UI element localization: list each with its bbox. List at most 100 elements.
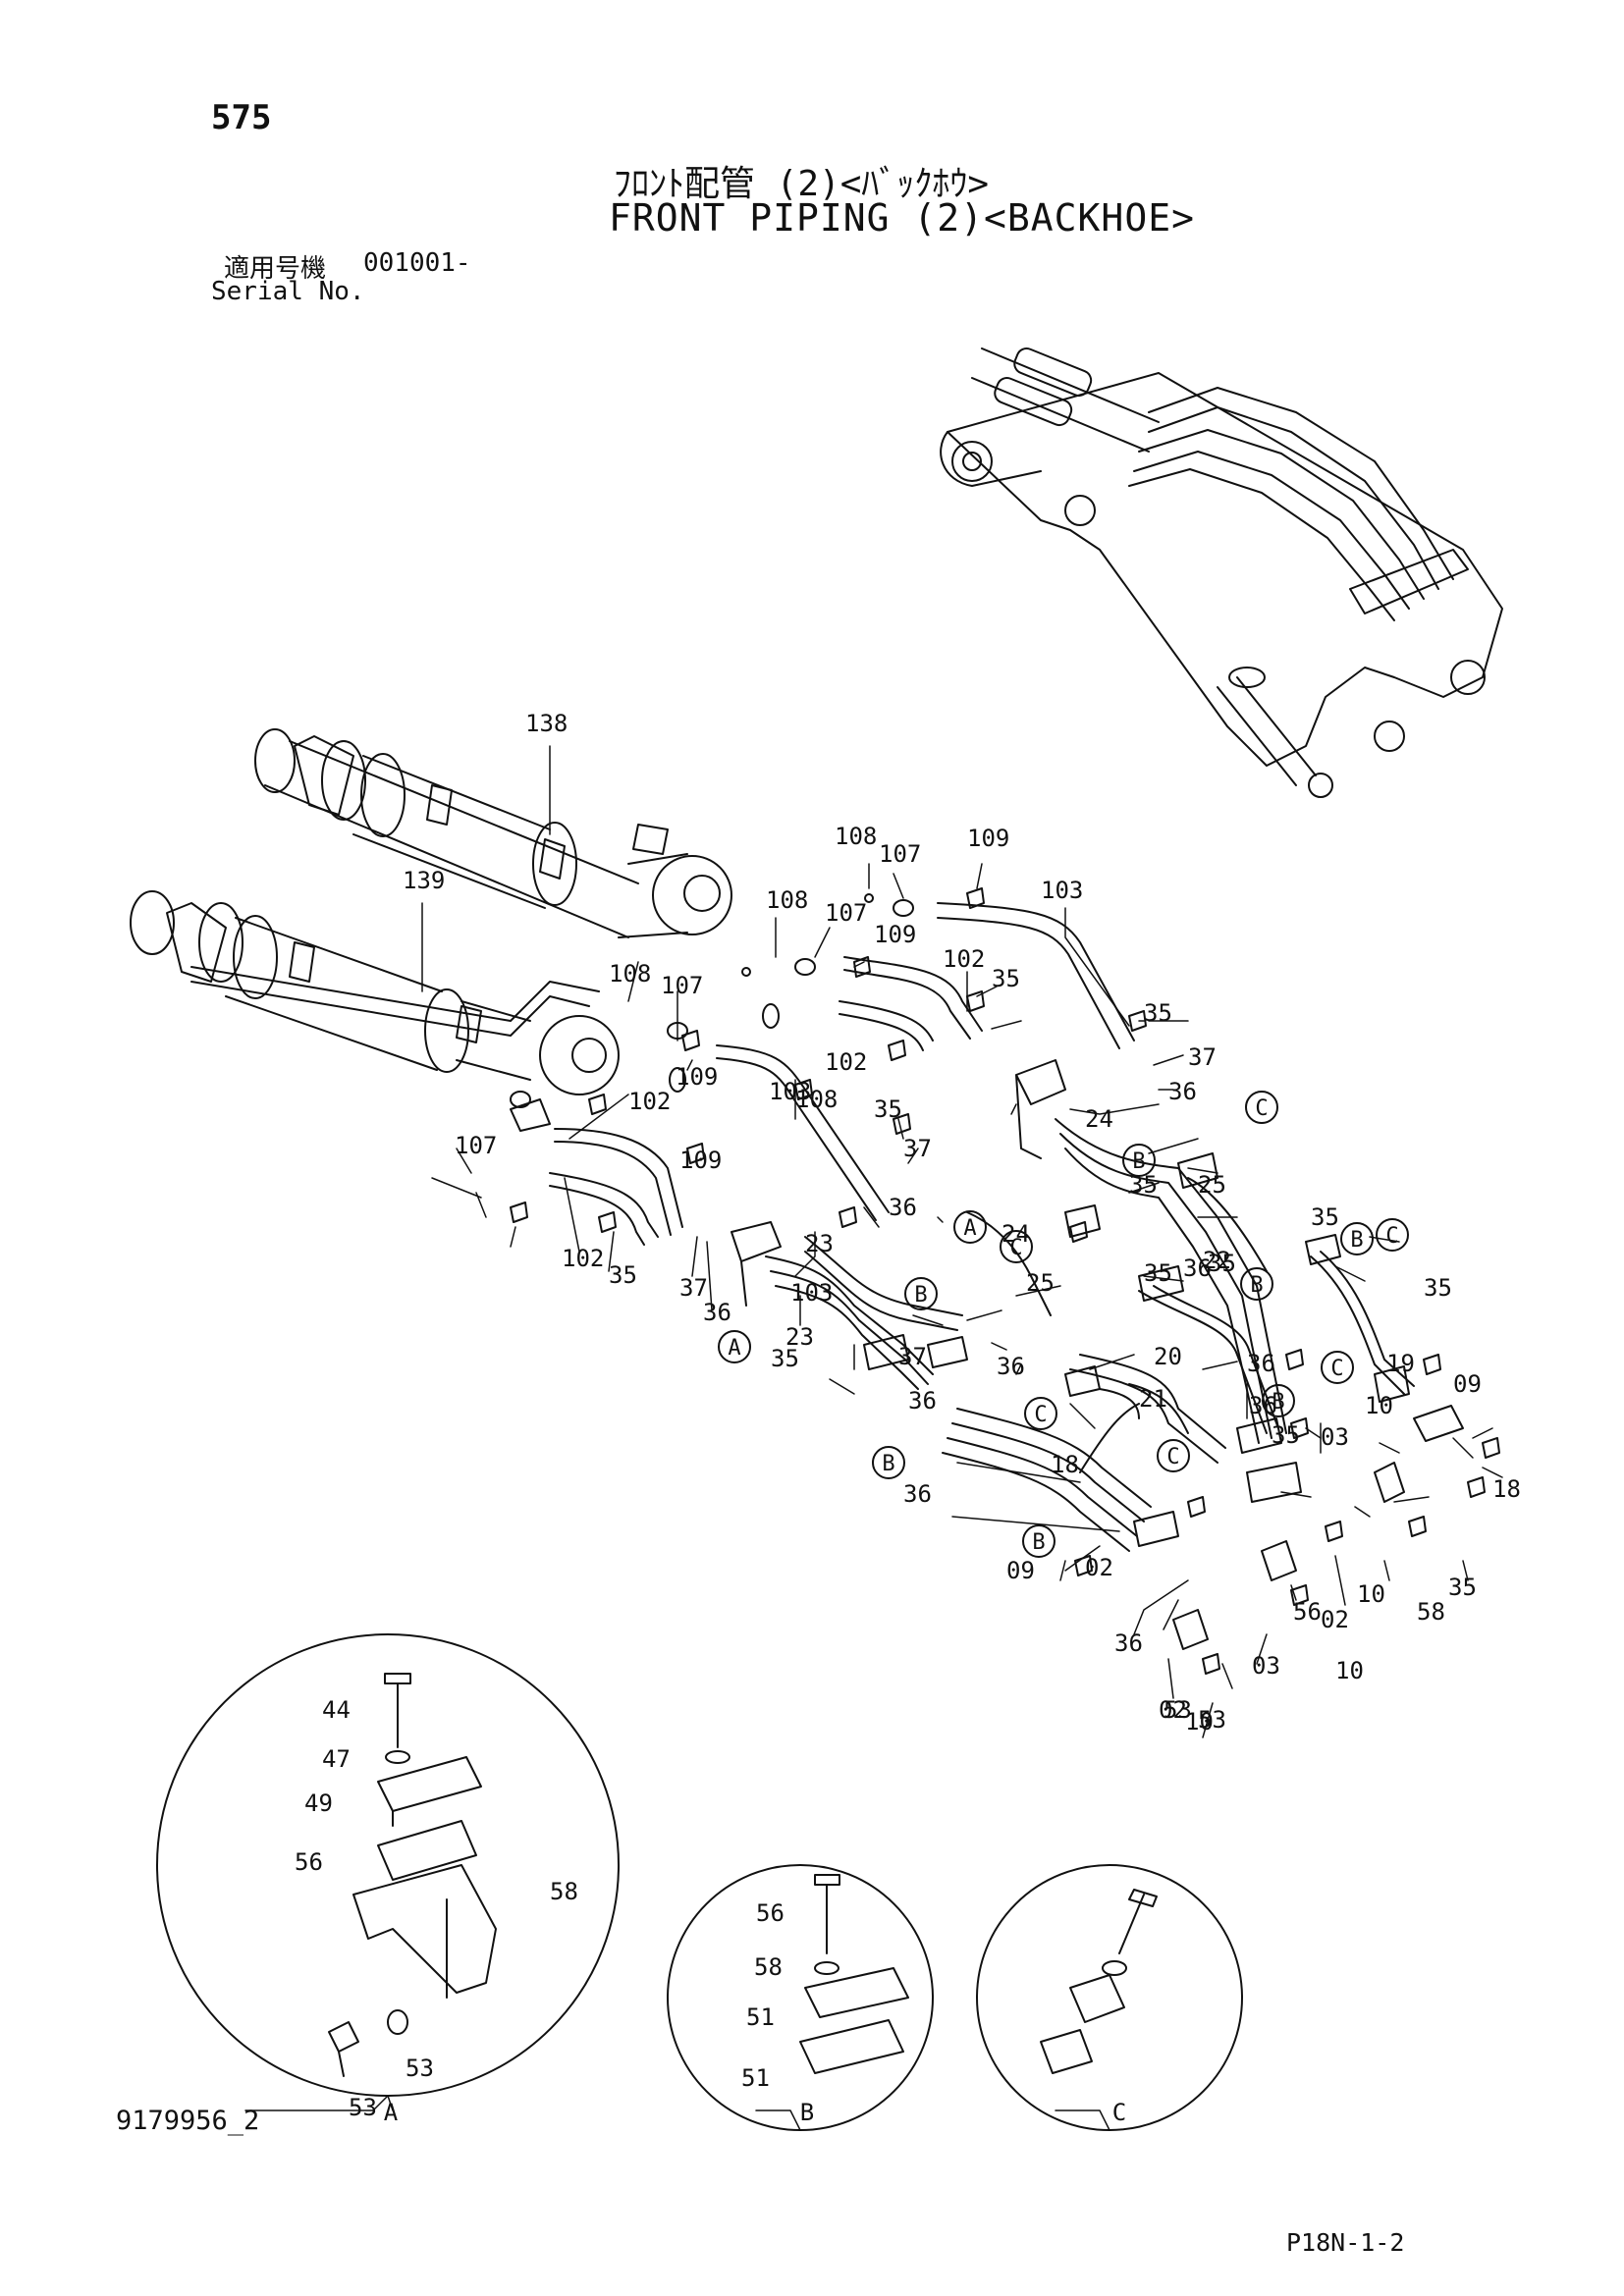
part-number-label: 09 (1006, 1557, 1035, 1584)
part-number-label: 102 (943, 945, 985, 973)
part-number-label: 21 (1139, 1385, 1167, 1413)
part-number-label: 35 (609, 1261, 637, 1289)
part-number-label: 56 (756, 1899, 785, 1927)
part-number-label: 53 (406, 2055, 434, 2082)
part-number-label: 36 (703, 1299, 731, 1326)
detail-view-label: A (384, 2099, 399, 2126)
part-number-label: 02 (1085, 1554, 1113, 1581)
page-number: 575 (211, 98, 272, 137)
part-number-label: 103 (790, 1279, 833, 1307)
svg-text:A: A (728, 1336, 740, 1361)
svg-text:B: B (1032, 1530, 1045, 1555)
part-number-label: 109 (676, 1063, 718, 1091)
part-number-label: 02 (1321, 1606, 1349, 1633)
part-number-label: 44 (322, 1696, 351, 1724)
part-number-label: 37 (898, 1343, 927, 1370)
part-number-label: 107 (661, 972, 703, 999)
callout-c: C (1321, 1351, 1354, 1384)
part-number-label: 53 (1198, 1706, 1226, 1734)
part-number-label: 58 (550, 1878, 578, 1905)
serial-value: 001001- (363, 248, 471, 278)
hoses-and-pipes (549, 902, 1415, 1552)
part-number-label: 25 (1026, 1269, 1055, 1297)
part-number-label: 22 (1203, 1247, 1231, 1274)
svg-text:B: B (1132, 1149, 1145, 1174)
pipe-clamps (731, 1059, 1410, 1547)
part-number-label: 18 (1492, 1475, 1521, 1503)
callout-b: B (1262, 1384, 1295, 1417)
part-number-label: 103 (1041, 877, 1083, 904)
part-number-label: 36 (908, 1387, 937, 1415)
callout-b: B (1122, 1144, 1156, 1177)
part-number-label: 107 (879, 840, 921, 868)
part-number-label: 36 (1247, 1350, 1275, 1377)
part-number-label: 36 (889, 1194, 917, 1221)
callout-a: A (953, 1210, 987, 1244)
svg-text:B: B (1272, 1390, 1284, 1415)
part-number-label: 03 (1321, 1423, 1349, 1451)
part-number-label: 36 (1114, 1629, 1143, 1657)
callout-b: B (1022, 1524, 1056, 1558)
part-number-label: 51 (746, 2003, 775, 2031)
callout-c: C (1000, 1230, 1033, 1263)
svg-text:B: B (914, 1283, 927, 1308)
callout-c: C (1157, 1439, 1190, 1472)
part-number-label: 109 (679, 1147, 722, 1174)
title-japanese: ﾌﾛﾝﾄ配管 (2)<ﾊﾞｯｸﾎｳ> (614, 164, 990, 204)
part-number-label: 35 (874, 1095, 902, 1123)
serial-label-english: Serial No. (211, 277, 365, 306)
svg-text:A: A (963, 1216, 976, 1241)
part-number-label: 19 (1386, 1350, 1415, 1377)
detail-view-c (976, 1864, 1243, 2131)
part-number-label: 102 (628, 1088, 671, 1115)
svg-text:C: C (1034, 1403, 1047, 1427)
part-number-label: 109 (874, 921, 916, 948)
part-number-label: 35 (992, 965, 1020, 992)
callout-b: B (1240, 1267, 1273, 1301)
detail-view-a (156, 1633, 620, 2097)
part-number-label: 10 (1335, 1657, 1364, 1684)
part-number-label: 51 (741, 2064, 770, 2092)
part-number-label: 35 (1448, 1574, 1477, 1601)
part-number-label: 25 (1198, 1171, 1226, 1199)
part-number-label: 109 (967, 825, 1009, 852)
part-number-label: 108 (766, 886, 808, 914)
part-number-label: 108 (835, 823, 877, 850)
part-number-label: 09 (1453, 1370, 1482, 1398)
part-number-label: 107 (825, 899, 867, 927)
part-number-label: 102 (825, 1048, 867, 1076)
part-number-label: 53 (349, 2094, 377, 2121)
part-number-label: 102 (562, 1245, 604, 1272)
svg-text:C: C (1009, 1236, 1022, 1260)
callout-c: C (1024, 1397, 1057, 1430)
part-number-label: 138 (525, 710, 568, 737)
part-number-label: 139 (403, 867, 445, 894)
part-number-label: 35 (1208, 1250, 1236, 1277)
part-number-label: 10 (1365, 1392, 1393, 1419)
cylinder-139 (130, 890, 620, 1132)
detail-view-label: B (800, 2099, 814, 2126)
part-number-label: 23 (805, 1230, 834, 1257)
part-number-label: 10 (1185, 1708, 1214, 1735)
serial-label-japanese: 適用号機 (224, 254, 327, 284)
title-english: FRONT PIPING (2)<BACKHOE> (609, 196, 1195, 240)
part-number-label: 35 (1272, 1421, 1300, 1449)
detail-view-b (667, 1864, 934, 2131)
part-number-label: 56 (1293, 1598, 1322, 1626)
part-number-label: 49 (304, 1789, 333, 1817)
part-number-label: 35 (1144, 1259, 1172, 1287)
callout-a: A (718, 1330, 751, 1363)
callout-c: C (1245, 1091, 1278, 1124)
part-number-label: 03 (1252, 1652, 1280, 1680)
part-number-label: 37 (1188, 1043, 1217, 1071)
svg-text:C: C (1385, 1224, 1398, 1249)
part-number-label: 108 (609, 960, 651, 988)
boom-overview-illustration (940, 347, 1503, 798)
part-number-label: 36 (1183, 1255, 1212, 1282)
callout-b: B (904, 1277, 938, 1310)
part-number-label: 35 (1144, 999, 1172, 1027)
part-number-label: 36 (903, 1480, 932, 1508)
svg-text:B: B (1250, 1273, 1263, 1298)
callout-b: B (1340, 1222, 1374, 1255)
